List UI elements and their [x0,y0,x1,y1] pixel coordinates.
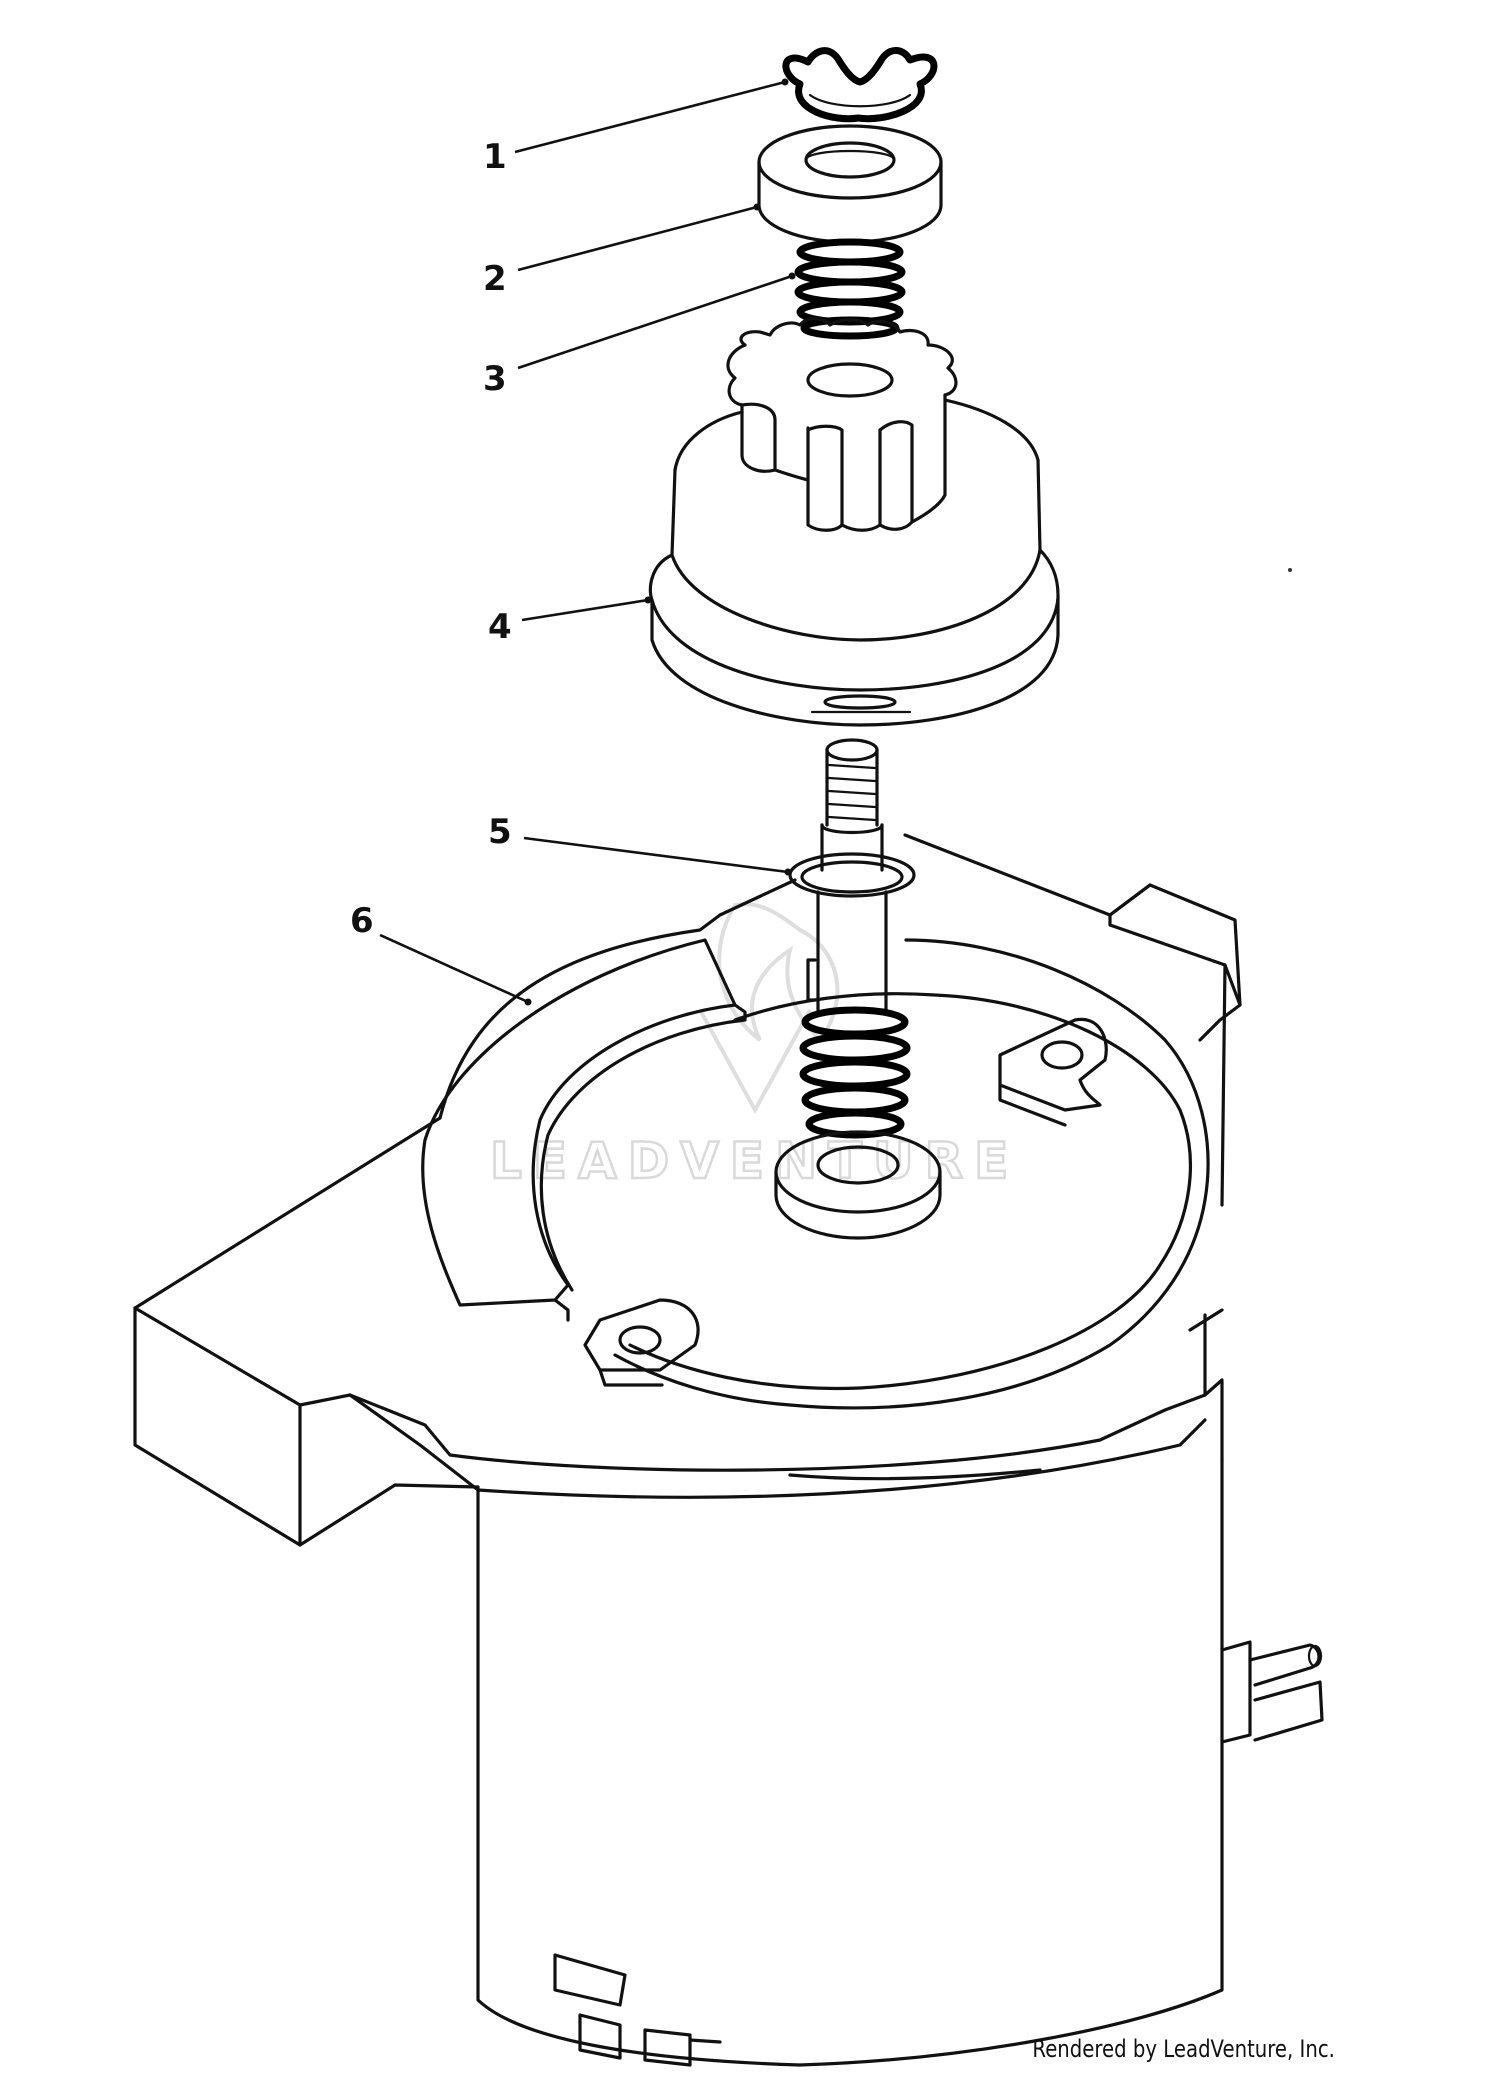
callout-3: 3 [483,359,507,399]
pinion-stop-cap-icon [757,124,943,244]
retaining-ring-icon [782,47,938,123]
callout-4: 4 [488,607,512,647]
leader-dot-5 [784,868,792,876]
callout-leaders [379,78,796,1006]
leader-4 [521,598,649,622]
leader-1 [514,80,786,154]
leader-dot-3 [788,272,796,280]
starter-motor-icon [133,833,1324,2067]
callout-2: 2 [483,259,507,299]
pinion-gear-assembly-icon [648,317,1060,727]
stray-mark [1288,568,1292,572]
leader-5 [523,836,789,874]
callout-6: 6 [350,901,374,941]
leadventure-watermark: LEADVENTURE [489,902,1019,1191]
leader-6 [379,933,529,1004]
callout-1: 1 [483,137,507,177]
leader-dot-6 [524,998,532,1006]
leader-3 [517,274,793,370]
callout-labels: 1 2 3 4 5 6 [350,137,512,941]
leader-dot-1 [781,78,789,86]
watermark-text: LEADVENTURE [490,1132,1019,1190]
armature-shaft-icon [774,738,942,1240]
leader-dot-4 [644,596,652,604]
rendered-by-credit: Rendered by LeadVenture, Inc. [1032,2035,1335,2063]
washer-icon [788,852,916,898]
leader-dot-2 [753,203,761,211]
callout-5: 5 [488,812,512,852]
leader-2 [517,205,758,272]
